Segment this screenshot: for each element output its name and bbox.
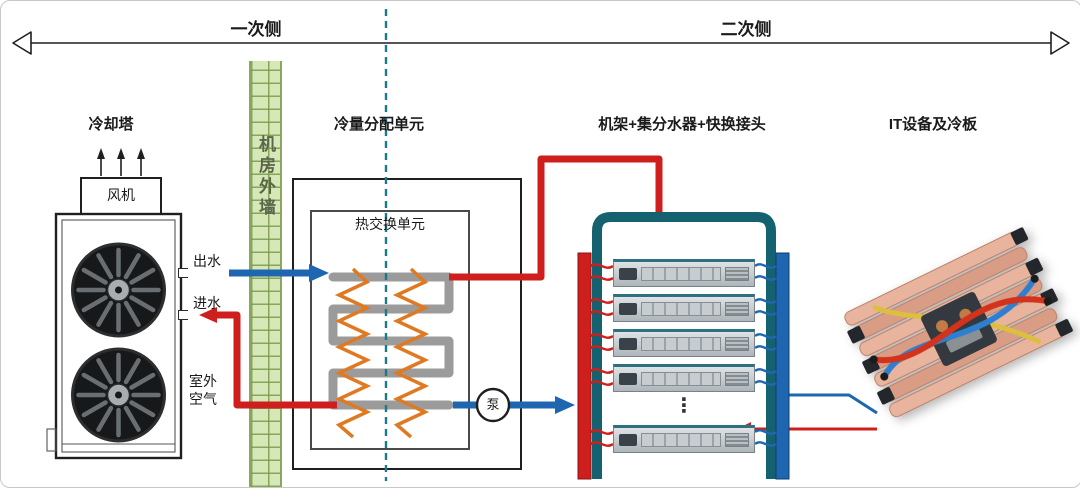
primary-side-label: 一次侧: [230, 20, 282, 39]
server-panel: [641, 267, 721, 281]
pipe-cdu-to-tower-hot: [217, 311, 337, 409]
rack-title: 机架+集分水器+快换接头: [598, 116, 766, 133]
water-in-label: 进水: [193, 295, 221, 311]
heat-exchanger-coil: [328, 272, 454, 410]
rack-manifold-hot: [577, 252, 592, 480]
pump-circle: [475, 387, 511, 423]
server-panel: [641, 337, 721, 351]
rack-ellipsis: ⋮: [674, 395, 694, 417]
server-panel: [641, 372, 721, 386]
server-vents: [725, 372, 749, 386]
server-vents: [725, 433, 749, 447]
cdu-title: 冷量分配单元: [333, 116, 424, 133]
secondary-side-label: 二次侧: [720, 20, 772, 39]
side-span-arrow: [12, 31, 1070, 55]
air-up-arrow-icon: [117, 148, 125, 159]
rack-header-pipe: [592, 212, 776, 479]
fan-icon: [73, 244, 165, 336]
cold-plate-photo: [838, 225, 1079, 433]
server-unit: [613, 425, 755, 453]
cooling-tower-title: 冷却塔: [88, 116, 134, 133]
cdu-drawing: [292, 178, 522, 470]
server-leds: [619, 373, 637, 385]
pipes: [199, 155, 878, 436]
server-panel: [641, 433, 721, 447]
coolant-tube-hot: [870, 296, 1051, 364]
heat-exchanger-hot-circuit: [334, 267, 372, 439]
heat-exchanger-hot-circuit: [392, 267, 430, 439]
fan-icon: [73, 349, 165, 441]
server-unit: [613, 294, 755, 322]
server-vents: [725, 302, 749, 316]
server-leds: [619, 268, 637, 280]
water-in-port-icon: [178, 310, 188, 320]
server-unit: [613, 329, 755, 357]
server-panel: [641, 302, 721, 316]
cold-arrow-icon: [309, 264, 329, 282]
water-out-port-icon: [178, 268, 188, 278]
cooling-tower-drawing: [46, 148, 183, 460]
hot-arrow-icon: [199, 307, 217, 323]
span-arrow-left-icon: [12, 31, 32, 55]
rack-drawing: [577, 212, 790, 480]
water-out-label: 出水: [193, 253, 221, 269]
server-vents: [725, 267, 749, 281]
fan-box: [80, 177, 162, 215]
server-unit: [613, 259, 755, 287]
air-up-arrow-icon: [137, 148, 145, 159]
it-equipment-title: IT设备及冷板: [888, 116, 978, 133]
pipe-rack-to-it-cold: [789, 393, 878, 415]
heat-exchanger-label: 热交换单元: [355, 216, 425, 232]
outdoor-air-label: 室外 空气: [189, 373, 217, 407]
pipe-cdu-to-rack-hot: [449, 155, 663, 281]
span-arrow-right-icon: [1050, 31, 1070, 55]
air-up-arrow-icon: [97, 148, 105, 159]
server-leds: [619, 338, 637, 350]
fan-box-label: 风机: [107, 187, 135, 203]
wall-label: 机房外墙: [256, 135, 275, 219]
cold-arrow-icon: [555, 396, 575, 414]
cold-plate-drawing: [844, 227, 1073, 418]
server-unit: [613, 364, 755, 392]
server-leds: [619, 434, 637, 446]
server-leds: [619, 303, 637, 315]
rack-manifold-cold: [775, 252, 790, 480]
pump-label: 泵: [486, 397, 500, 412]
server-vents: [725, 337, 749, 351]
